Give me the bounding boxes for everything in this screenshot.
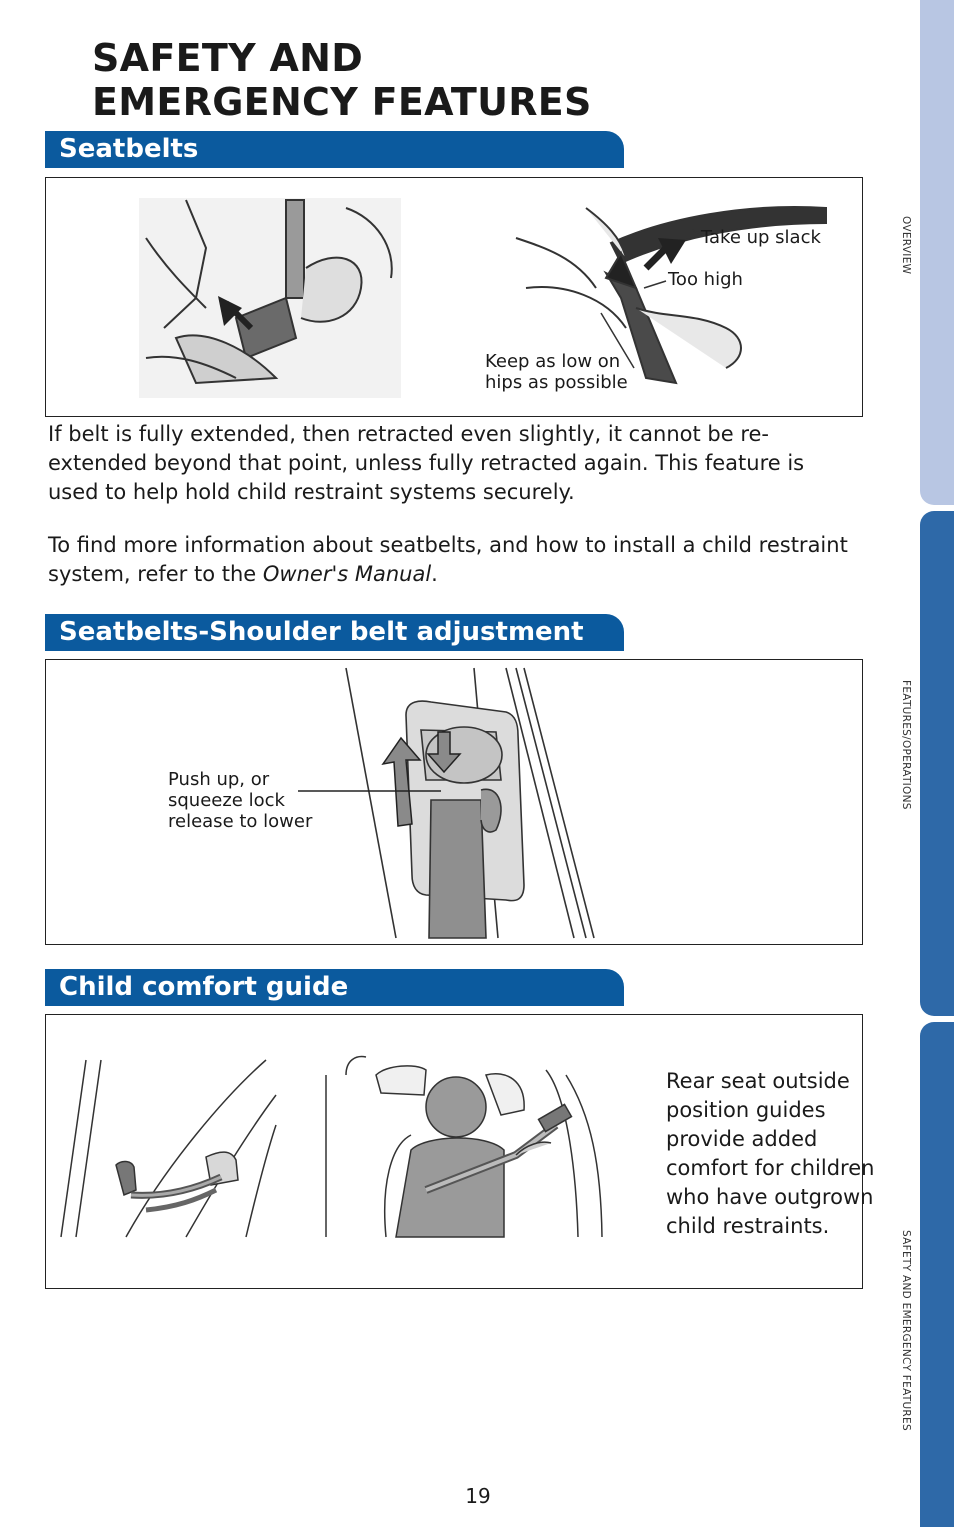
seatbelt-buckle-illustration xyxy=(139,198,827,398)
child-in-seat-drawing xyxy=(325,1055,603,1238)
side-tab-safety-emergency[interactable] xyxy=(920,1022,954,1527)
callout-too-high: Too high xyxy=(668,269,743,290)
callout-push-up-line-2: squeeze lock xyxy=(168,790,285,811)
owners-manual-reference: Owner's Manual xyxy=(262,562,432,586)
b-pillar-drawing xyxy=(345,667,595,939)
page-title: SAFETY AND EMERGENCY FEATURES xyxy=(92,36,592,124)
take-up-slack-leader xyxy=(691,229,707,237)
keep-low-leader xyxy=(600,312,635,369)
shoulder-anchor-illustration xyxy=(298,667,595,939)
too-high-leader xyxy=(643,280,667,289)
child-comfort-illustration xyxy=(60,1055,603,1238)
seatbelt-retraction-paragraph: If belt is fully extended, then retracte… xyxy=(48,422,805,504)
seatbelt-manual-paragraph: To find more information about seatbelts… xyxy=(48,531,848,589)
side-tab-features-operations[interactable] xyxy=(920,511,954,1016)
shoulder-belt-illustration-frame: Push up, or squeeze lock release to lowe… xyxy=(45,659,863,945)
side-label-overview: OVERVIEW xyxy=(900,216,912,275)
comfort-guide-closeup-drawing xyxy=(60,1059,277,1238)
seatbelts-illustration-frame: Take up slack Too high Keep as low on hi… xyxy=(45,177,863,417)
child-comfort-description: Rear seat outside position guides provid… xyxy=(666,1069,875,1238)
buckle-hands-drawing xyxy=(139,198,401,398)
child-comfort-illustration-frame: Rear seat outside position guides provid… xyxy=(45,1014,874,1289)
page-number: 19 xyxy=(465,1484,491,1508)
section-heading-shoulder-belt: Seatbelts-Shoulder belt adjustment xyxy=(45,614,624,651)
section-heading-seatbelts: Seatbelts xyxy=(45,131,624,168)
lap-belt-drawing xyxy=(515,206,827,385)
manual-paragraph-text: To find more information about seatbelts… xyxy=(48,533,848,586)
push-up-arrow xyxy=(381,736,422,827)
callout-keep-low-line-1: Keep as low on xyxy=(485,351,621,372)
callout-push-up-line-3: release to lower xyxy=(168,811,313,832)
side-tab-overview[interactable] xyxy=(920,0,954,505)
callout-take-up-slack: Take up slack xyxy=(701,227,821,248)
callout-push-up-line-1: Push up, or xyxy=(168,769,270,790)
press-down-arrow xyxy=(426,731,462,774)
callout-push-up: Push up, or squeeze lock release to lowe… xyxy=(168,769,312,832)
side-label-safety-emergency: SAFETY AND EMERGENCY FEATURES xyxy=(900,1230,912,1431)
section-heading-child-comfort: Child comfort guide xyxy=(45,969,624,1006)
page-title-line-2: EMERGENCY FEATURES xyxy=(92,80,592,124)
side-label-features-operations: FEATURES/OPERATIONS xyxy=(900,680,912,810)
callout-keep-low-line-2: hips as possible xyxy=(485,372,628,393)
manual-paragraph-end: . xyxy=(431,562,438,586)
page-title-line-1: SAFETY AND xyxy=(92,36,364,80)
callout-keep-low: Keep as low on hips as possible xyxy=(485,351,628,393)
